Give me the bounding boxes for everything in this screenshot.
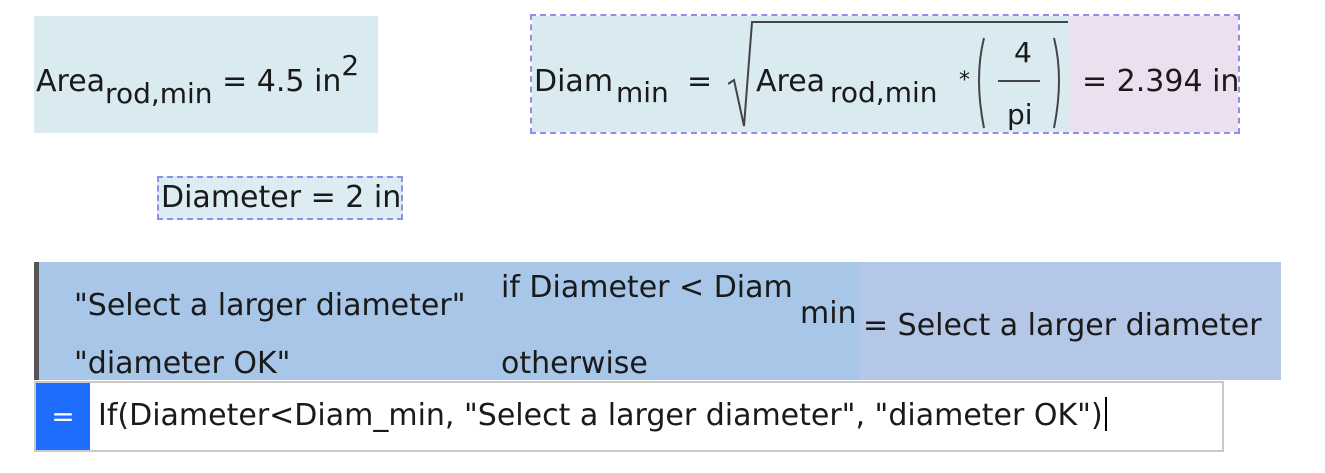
- area-exponent: 2: [341, 49, 360, 82]
- diam-equals: =: [687, 64, 713, 99]
- area-definition-expression: Arearod,min = 4.5 in2: [36, 49, 359, 110]
- area-rod-min-definition[interactable]: Arearod,min = 4.5 in2: [34, 16, 378, 133]
- radicand-area-name: Area: [756, 64, 826, 99]
- diameter-definition-text: Diameter = 2 in: [161, 180, 402, 215]
- formula-text: If(Diameter<Diam_min, "Select a larger d…: [98, 398, 1103, 433]
- if-row1-condition-subscript: min: [800, 296, 857, 331]
- if-row2-value: "diameter OK": [74, 346, 291, 381]
- diam-min-result-background: [1070, 16, 1238, 132]
- if-block-left-bracket: [34, 262, 39, 380]
- formula-input[interactable]: If(Diameter<Diam_min, "Select a larger d…: [98, 397, 1107, 433]
- area-subscript: rod,min: [105, 77, 213, 110]
- multiply-operator: *: [959, 68, 970, 93]
- fraction-denominator: pi: [1007, 98, 1033, 131]
- square-root-sign: [728, 21, 1068, 129]
- area-unit: in: [314, 64, 342, 99]
- diam-min-expression-background: [532, 16, 1070, 132]
- if-result-background: [860, 262, 1281, 380]
- diam-name: Diam: [534, 64, 614, 99]
- radicand-subscript: rod,min: [830, 76, 938, 109]
- if-statement-region[interactable]: "Select a larger diameter" if Diameter <…: [34, 262, 1281, 381]
- if-row2-condition: otherwise: [501, 346, 648, 381]
- formula-bar: = If(Diameter<Diam_min, "Select a larger…: [34, 381, 1224, 452]
- if-row1-condition: if Diameter < Diam: [501, 270, 793, 305]
- if-result: = Select a larger diameter: [863, 308, 1262, 343]
- text-cursor: [1104, 397, 1107, 431]
- diameter-definition[interactable]: Diameter = 2 in: [157, 176, 403, 220]
- formula-equals-button[interactable]: =: [36, 383, 90, 450]
- diam-subscript: min: [616, 76, 669, 109]
- area-name: Area: [36, 64, 106, 99]
- fraction-numerator: 4: [1014, 36, 1032, 69]
- if-row1-value: "Select a larger diameter": [74, 288, 466, 323]
- diam-min-formula[interactable]: Diam min = Area rod,min * 4 pi = 2.394 i…: [530, 14, 1240, 134]
- area-value: 4.5: [256, 64, 305, 99]
- diam-min-result: = 2.394 in: [1082, 64, 1240, 99]
- area-equals: =: [222, 64, 248, 99]
